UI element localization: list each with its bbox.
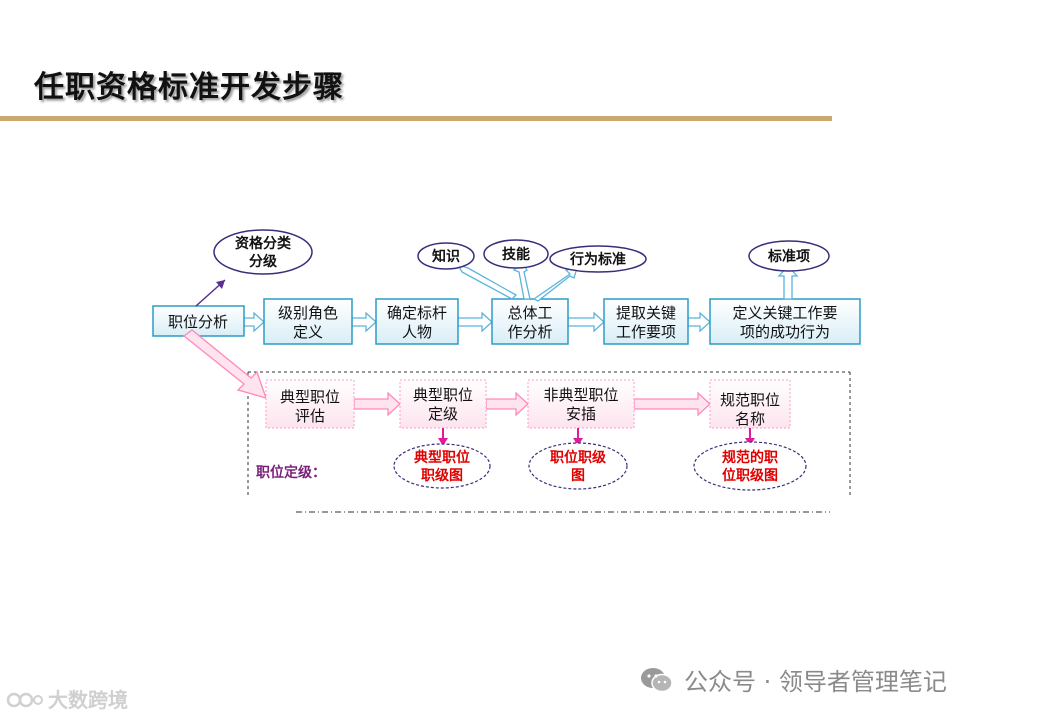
bottom-label-2: 典型职位定级 — [413, 386, 473, 423]
arrow-5 — [687, 311, 711, 333]
pink-arrow-3 — [633, 391, 711, 417]
arrow-3 — [457, 311, 493, 333]
top-ellipse-connectors — [195, 260, 799, 307]
bottom-ellipse-label-2: 职位职级图 — [550, 449, 607, 484]
box-label-1: 职位分析 — [168, 313, 228, 331]
ellipse-label-standard-item: 标准项 — [767, 248, 810, 265]
watermark-left: 大数跨境 — [6, 684, 128, 713]
bottom-label-1: 典型职位评估 — [280, 388, 340, 425]
ellipse-typical-chart — [393, 443, 491, 489]
box-label-2: 级别角色定义 — [278, 304, 338, 341]
pink-arrow-2 — [485, 391, 529, 417]
watermark-right: 公众号 · 领导者管理笔记 — [640, 662, 947, 697]
position-grading-label: 职位定级： — [256, 464, 326, 481]
bottom-label-3: 非典型职位安插 — [543, 386, 618, 423]
ellipse-skill — [483, 239, 549, 269]
box-typical-grade — [399, 379, 487, 429]
page-title: 任职资格标准开发步骤 — [34, 70, 344, 105]
bottom-ellipse-label-3: 规范的职位职级图 — [722, 449, 778, 484]
ellipse-standard-chart — [693, 441, 807, 491]
bottom-row-boxes — [265, 379, 791, 429]
bottom-label-4: 规范职位名称 — [720, 391, 780, 428]
pink-arrow-1 — [353, 391, 401, 417]
ellipse-label-qualification: 资格分类分级 — [235, 235, 292, 270]
ellipse-standard-item — [748, 240, 830, 272]
box-standard-name — [709, 379, 791, 429]
top-row-arrows — [243, 311, 711, 333]
wechat-icon — [641, 667, 673, 692]
title-underline — [0, 116, 832, 121]
ellipse-behavior — [549, 245, 647, 273]
ellipse-position-chart — [528, 442, 628, 490]
box-label-6: 定义关键工作要项的成功行为 — [732, 304, 837, 341]
diagonal-pink-arrow — [182, 329, 268, 399]
box-label-5: 提取关键工作要项 — [616, 304, 676, 341]
arrow-2 — [351, 311, 377, 333]
box-label-4: 总体工作分析 — [507, 304, 552, 341]
arrow-4 — [567, 311, 605, 333]
bottom-row-arrows — [353, 391, 711, 417]
ellipse-label-knowledge: 知识 — [432, 248, 460, 265]
box-level-role — [263, 298, 353, 345]
watermark-right-text: 公众号 · 领导者管理笔记 — [684, 668, 947, 696]
ellipse-knowledge — [417, 242, 475, 270]
connector-behavior — [532, 267, 578, 302]
box-extract-items — [603, 298, 689, 345]
down-arrows — [438, 428, 755, 446]
brand-logo-icon — [6, 692, 43, 707]
bottom-ellipse-label-1: 典型职位职级图 — [414, 449, 470, 484]
box-atypical-insert — [527, 379, 635, 429]
ellipse-qualification — [213, 229, 313, 275]
connector-knowledge — [456, 263, 518, 300]
arrow-1 — [243, 311, 265, 333]
bottom-ellipses — [393, 441, 807, 491]
box-benchmark — [375, 298, 459, 345]
top-ellipses — [213, 229, 830, 275]
box-label-3: 确定标杆人物 — [387, 304, 447, 341]
ellipse-label-behavior: 行为标准 — [569, 251, 626, 268]
box-typical-eval — [265, 379, 355, 429]
watermark-left-text: 大数跨境 — [48, 688, 128, 712]
ellipse-label-skill: 技能 — [502, 246, 530, 263]
